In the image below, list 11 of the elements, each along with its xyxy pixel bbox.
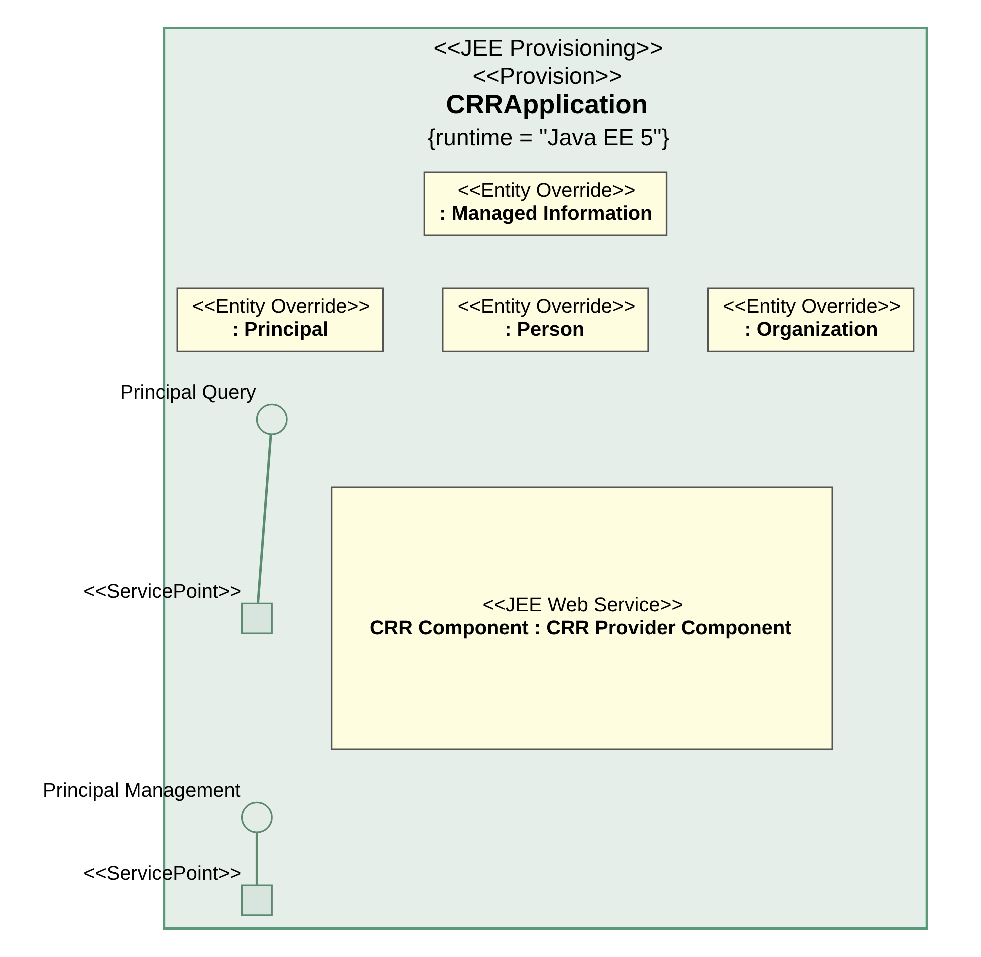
node-box: <<Entity Override>> : Principal <box>176 288 384 352</box>
node-box <box>240 884 272 916</box>
connector <box>255 833 258 886</box>
node-box: <<Entity Override>> : Person <box>442 288 649 352</box>
node-box: <<Entity Override>> : Organization <box>706 288 914 352</box>
node-box <box>240 602 272 634</box>
connector <box>256 434 272 604</box>
node-circle <box>256 404 288 436</box>
node-box: <<JEE Web Service>> CRR Component : CRR Provider Component <box>330 486 833 750</box>
node-box: <<Entity Override>> : Managed Information <box>423 172 668 236</box>
node-circle <box>240 802 272 834</box>
